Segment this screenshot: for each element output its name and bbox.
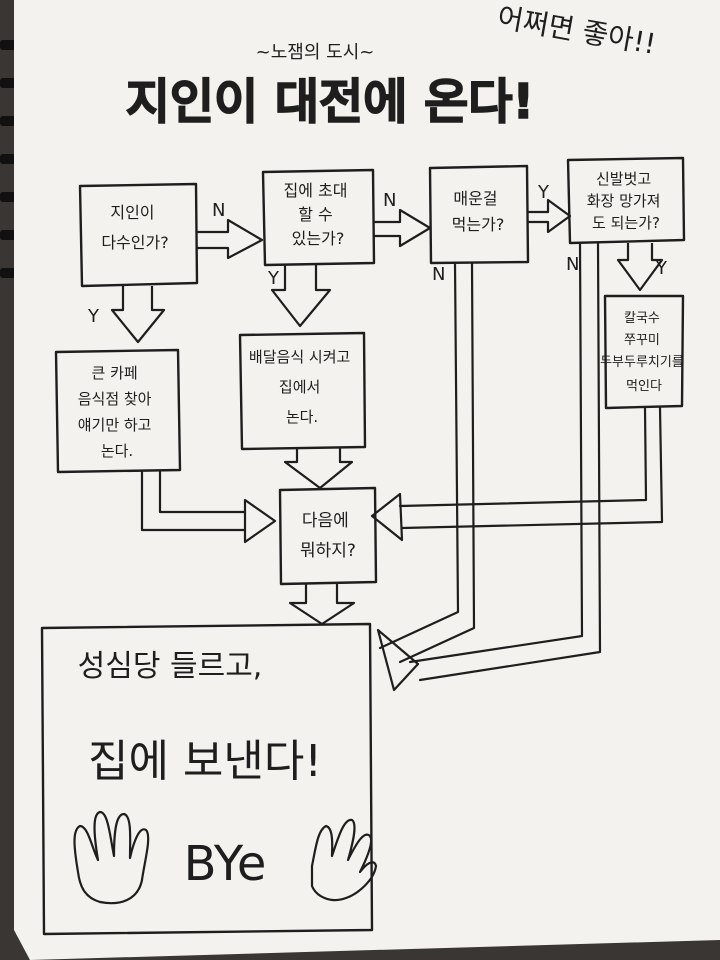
box-q-invite <box>261 168 376 267</box>
node-final-bye: BYe <box>184 836 267 892</box>
box-a-delivery <box>238 331 367 451</box>
node-q-shoes: 신발벗고 화장 망가져 도 되는가? <box>587 170 666 232</box>
box-final <box>40 622 374 936</box>
title-main: 지인이 대전에 온다! <box>126 74 535 130</box>
node-a-cafe: 큰 카페 음식점 찾아 얘기만 하고 논다. <box>78 364 157 460</box>
edge-label-n-4: N <box>566 254 579 275</box>
edge-labels: N N Y Y Y N N Y <box>87 182 668 327</box>
edge-label-n-1: N <box>212 200 225 221</box>
box-q-spicy <box>428 164 530 265</box>
node-a-kalguksu: 칼국수 쭈꾸미 두부두루치기를 먹인다 <box>600 311 688 394</box>
box-a-kalguksu <box>603 294 685 410</box>
node-a-delivery: 배달음식 시켜고 집에서 논다. <box>249 348 355 426</box>
edge-label-y-2: Y <box>87 306 100 327</box>
box-q-next <box>278 486 378 586</box>
title-subtitle: ~노잼의 도시~ <box>256 42 375 63</box>
edge-label-y-1: Y <box>537 182 550 203</box>
edge-label-y-4: Y <box>655 258 668 279</box>
node-q-spicy: 매운걸 먹는가? <box>452 189 505 234</box>
waving-hands-icon <box>73 810 378 905</box>
edge-label-n-3: N <box>432 264 445 285</box>
edge-label-y-3: Y <box>267 268 280 289</box>
connectors <box>140 241 664 692</box>
node-q-next: 다음에 뭐하지? <box>300 511 356 561</box>
box-q-many <box>78 182 199 288</box>
node-final-1: 성심당 들르고, <box>78 649 263 684</box>
paper-sheet <box>14 0 720 960</box>
box-a-cafe <box>54 348 182 474</box>
edge-label-n-2: N <box>383 190 396 211</box>
node-final-2: 집에 보낸다! <box>88 736 322 787</box>
arrows <box>110 198 664 344</box>
node-q-invite: 집에 초대 할 수 있는가? <box>283 181 352 248</box>
node-q-many: 지인이 다수인가? <box>101 203 168 252</box>
